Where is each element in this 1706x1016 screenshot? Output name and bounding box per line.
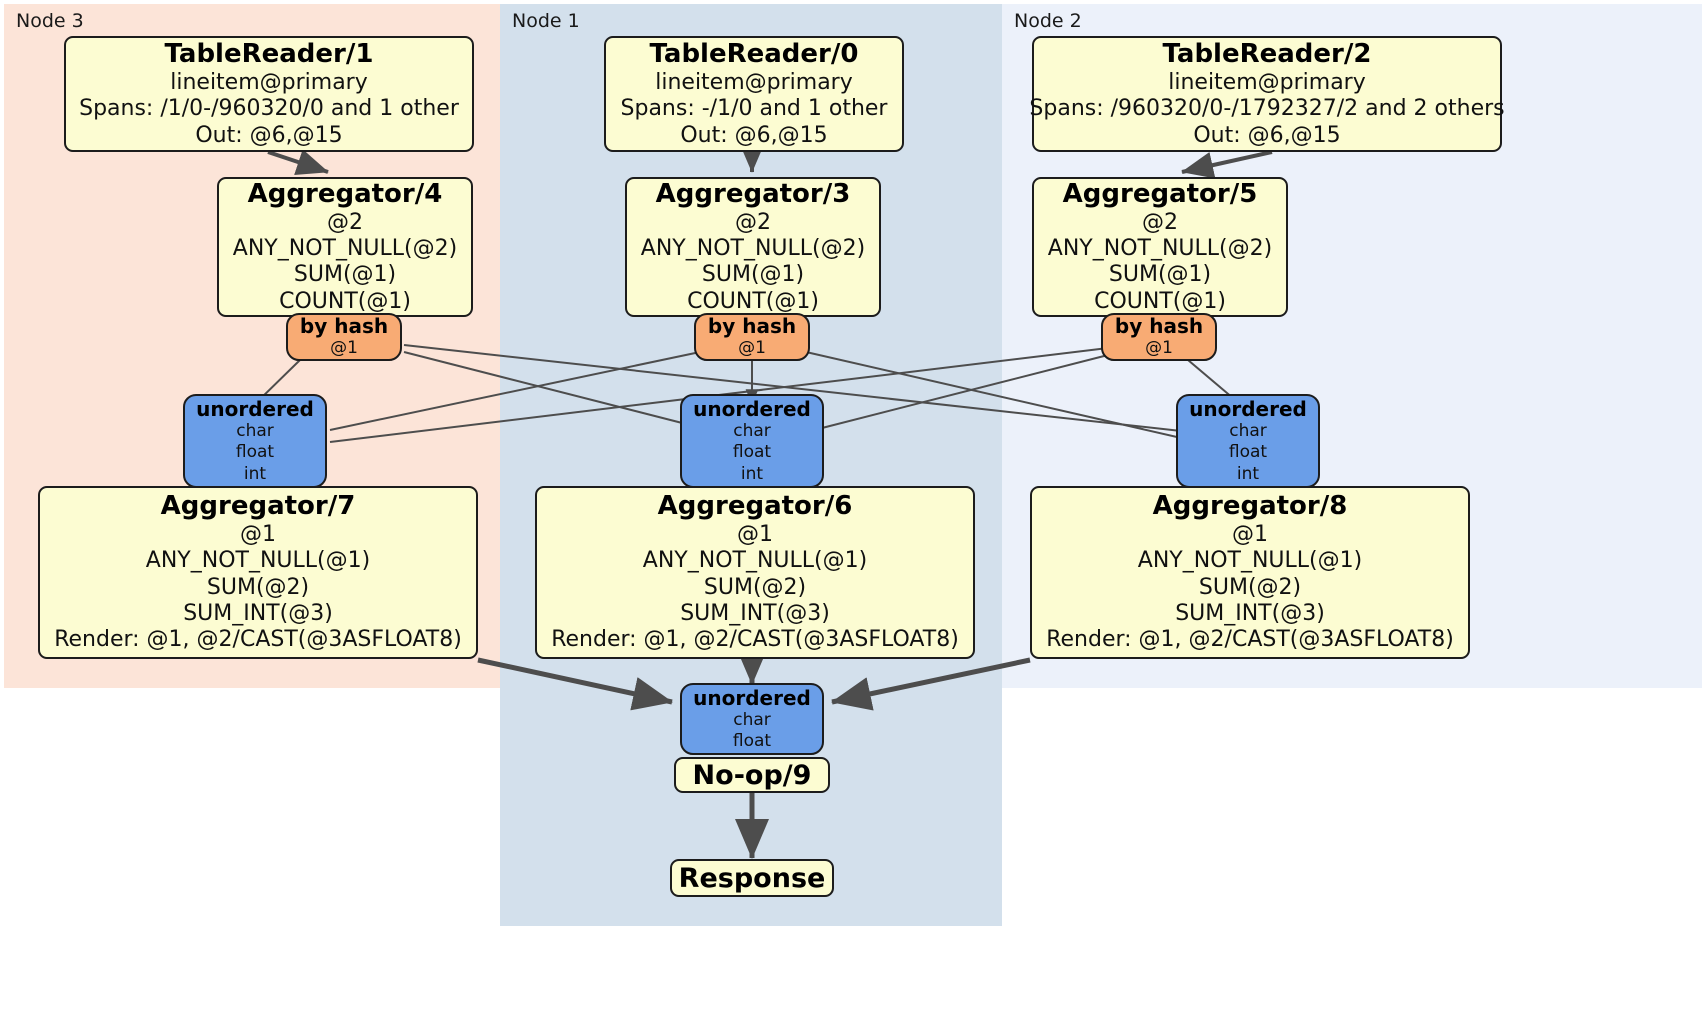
aggregator-title: Aggregator/3 [655, 178, 851, 209]
no-op-9[interactable]: No-op/9 [674, 757, 830, 793]
table-reader-table: lineitem@primary [655, 69, 853, 95]
table-reader-1[interactable]: TableReader/1 lineitem@primary Spans: /1… [64, 36, 474, 152]
aggregator-agg: ANY_NOT_NULL(@2) [232, 235, 458, 261]
unordered-title: unordered [693, 685, 811, 710]
by-hash-column: @1 [738, 338, 766, 359]
aggregator-agg: SUM_INT(@3) [183, 601, 333, 627]
aggregator-group: @1 [1232, 521, 1268, 547]
table-reader-out: Out: @6,@15 [1193, 122, 1341, 148]
aggregator-group: @1 [240, 521, 276, 547]
aggregator-agg: SUM(@2) [1198, 574, 1302, 600]
node-label-node2: Node 2 [1014, 10, 1082, 32]
aggregator-group: @2 [735, 209, 771, 235]
unordered-type: int [1236, 463, 1260, 484]
unordered-title: unordered [693, 397, 811, 422]
table-reader-0[interactable]: TableReader/0 lineitem@primary Spans: -/… [604, 36, 904, 152]
no-op-title: No-op/9 [692, 759, 812, 791]
aggregator-agg: COUNT(@1) [279, 288, 411, 314]
response-title: Response [678, 862, 826, 894]
response-box[interactable]: Response [670, 859, 834, 897]
aggregator-render: Render: @1, @2/CAST(@3ASFLOAT8) [551, 627, 959, 653]
aggregator-title: Aggregator/4 [247, 178, 443, 209]
aggregator-agg: SUM(@2) [206, 574, 310, 600]
aggregator-agg: ANY_NOT_NULL(@1) [642, 548, 868, 574]
table-reader-table: lineitem@primary [170, 69, 368, 95]
unordered-type: int [243, 463, 267, 484]
aggregator-render: Render: @1, @2/CAST(@3ASFLOAT8) [1046, 627, 1454, 653]
unordered-type: float [732, 442, 772, 463]
aggregator-4[interactable]: Aggregator/4 @2 ANY_NOT_NULL(@2) SUM(@1)… [217, 177, 473, 317]
by-hash-title: by hash [1114, 314, 1204, 339]
aggregator-title: Aggregator/6 [657, 491, 853, 522]
aggregator-agg: SUM(@1) [701, 262, 805, 288]
aggregator-agg: ANY_NOT_NULL(@1) [145, 548, 371, 574]
aggregator-group: @2 [327, 209, 363, 235]
aggregator-7[interactable]: Aggregator/7 @1 ANY_NOT_NULL(@1) SUM(@2)… [38, 486, 478, 659]
aggregator-agg: SUM(@1) [293, 262, 397, 288]
unordered-title: unordered [1189, 397, 1307, 422]
aggregator-render: Render: @1, @2/CAST(@3ASFLOAT8) [54, 627, 462, 653]
unordered-type: char [236, 421, 274, 442]
table-reader-spans: Spans: /1/0-/960320/0 and 1 other [79, 96, 459, 122]
aggregator-agg: ANY_NOT_NULL(@2) [1047, 235, 1273, 261]
aggregator-6[interactable]: Aggregator/6 @1 ANY_NOT_NULL(@1) SUM(@2)… [535, 486, 975, 659]
table-reader-title: TableReader/0 [649, 39, 859, 70]
by-hash-column: @1 [1145, 338, 1173, 359]
by-hash-column: @1 [330, 338, 358, 359]
node-label-node3: Node 3 [16, 10, 84, 32]
by-hash-title: by hash [299, 314, 389, 339]
aggregator-8[interactable]: Aggregator/8 @1 ANY_NOT_NULL(@1) SUM(@2)… [1030, 486, 1470, 659]
by-hash-router-node1[interactable]: by hash @1 [694, 313, 810, 361]
unordered-title: unordered [196, 397, 314, 422]
unordered-sync-node3[interactable]: unordered char float int [183, 394, 327, 488]
unordered-type: float [732, 731, 772, 751]
aggregator-agg: SUM(@1) [1108, 262, 1212, 288]
by-hash-title: by hash [707, 314, 797, 339]
aggregator-group: @1 [737, 521, 773, 547]
node-label-node1: Node 1 [512, 10, 580, 32]
aggregator-agg: COUNT(@1) [687, 288, 819, 314]
table-reader-out: Out: @6,@15 [680, 122, 828, 148]
table-reader-spans: Spans: -/1/0 and 1 other [620, 96, 888, 122]
unordered-type: char [733, 709, 771, 730]
aggregator-agg: ANY_NOT_NULL(@1) [1137, 548, 1363, 574]
aggregator-5[interactable]: Aggregator/5 @2 ANY_NOT_NULL(@2) SUM(@1)… [1032, 177, 1288, 317]
aggregator-title: Aggregator/5 [1062, 178, 1258, 209]
aggregator-group: @2 [1142, 209, 1178, 235]
aggregator-agg: SUM_INT(@3) [680, 601, 830, 627]
table-reader-table: lineitem@primary [1168, 69, 1366, 95]
by-hash-router-node3[interactable]: by hash @1 [286, 313, 402, 361]
aggregator-agg: COUNT(@1) [1094, 288, 1226, 314]
aggregator-agg: ANY_NOT_NULL(@2) [640, 235, 866, 261]
table-reader-spans: Spans: /960320/0-/1792327/2 and 2 others [1029, 96, 1505, 122]
aggregator-title: Aggregator/7 [160, 491, 356, 522]
unordered-type: char [733, 421, 771, 442]
unordered-type: float [1228, 442, 1268, 463]
table-reader-2[interactable]: TableReader/2 lineitem@primary Spans: /9… [1029, 36, 1505, 152]
unordered-type: int [740, 463, 764, 484]
unordered-sync-final[interactable]: unordered char float [680, 683, 824, 755]
by-hash-router-node2[interactable]: by hash @1 [1101, 313, 1217, 361]
unordered-type: float [235, 442, 275, 463]
unordered-sync-node1[interactable]: unordered char float int [680, 394, 824, 488]
aggregator-agg: SUM_INT(@3) [1175, 601, 1325, 627]
table-reader-title: TableReader/2 [1162, 39, 1372, 70]
aggregator-title: Aggregator/8 [1152, 491, 1348, 522]
aggregator-3[interactable]: Aggregator/3 @2 ANY_NOT_NULL(@2) SUM(@1)… [625, 177, 881, 317]
unordered-type: char [1229, 421, 1267, 442]
table-reader-title: TableReader/1 [164, 39, 374, 70]
unordered-sync-node2[interactable]: unordered char float int [1176, 394, 1320, 488]
aggregator-agg: SUM(@2) [703, 574, 807, 600]
table-reader-out: Out: @6,@15 [195, 122, 343, 148]
